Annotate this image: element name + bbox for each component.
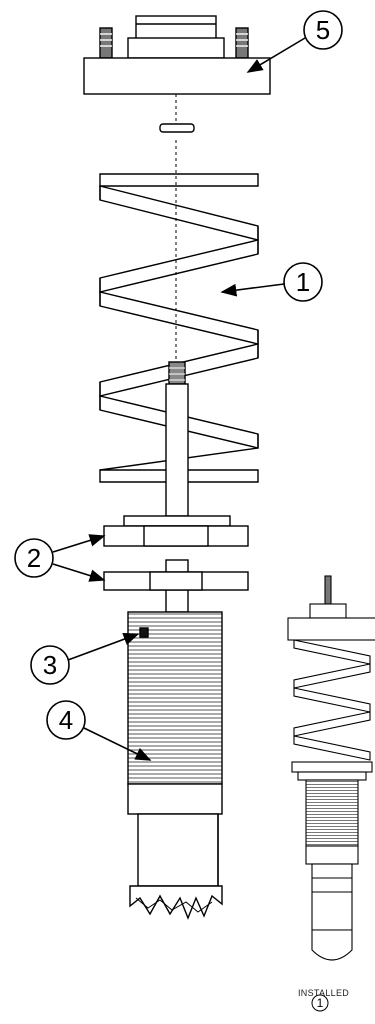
page-mark-number: 1 (317, 996, 324, 1010)
callout-3-number: 3 (43, 650, 57, 680)
spacer-set (103, 515, 249, 591)
installed-caption: INSTALLED (298, 988, 349, 998)
callout-4-number: 4 (59, 705, 73, 735)
callout-4: 4 (46, 700, 152, 761)
callout-5: 5 (246, 10, 343, 73)
coil-spring (99, 140, 259, 483)
callout-3: 3 (30, 633, 140, 685)
top-mount (83, 15, 271, 133)
callout-2: 2 (14, 534, 106, 582)
page-mark: 1 (311, 994, 329, 1012)
callout-2-number: 2 (27, 543, 41, 573)
installed-view (287, 575, 375, 961)
threaded-body (127, 611, 223, 920)
callout-1-number: 1 (296, 267, 310, 297)
callout-1: 1 (220, 262, 323, 302)
callout-5-number: 5 (316, 15, 330, 45)
